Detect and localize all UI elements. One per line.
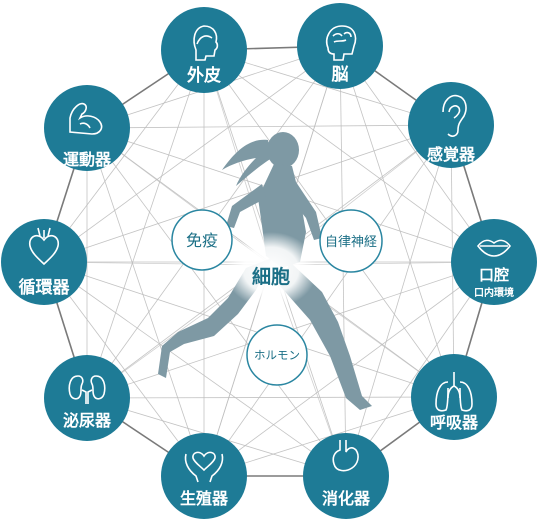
outer-node-oral[interactable]: 口腔 口内環境 [451, 219, 537, 305]
web-chord-line [86, 127, 205, 477]
hands-heart-icon [184, 451, 224, 483]
inner-node-hormone[interactable]: ホルモン [246, 324, 308, 386]
web-chord-line [43, 261, 347, 477]
web-chord-line [345, 261, 495, 477]
lungs-icon [435, 372, 473, 412]
outer-node-reproductive-label: 生殖器 [180, 489, 229, 508]
inner-node-immunity[interactable]: 免疫 [171, 209, 233, 271]
web-chord-line [203, 49, 495, 263]
web-chord-line [203, 396, 455, 477]
ear-icon [442, 94, 467, 137]
brain-icon [326, 25, 357, 61]
outer-node-musculoskeletal-label: 運動器 [63, 150, 112, 169]
outer-node-oral-sublabel: 口内環境 [474, 286, 514, 299]
web-chord-line [43, 261, 455, 398]
web-chord-line [339, 45, 495, 263]
web-chord-line [86, 396, 455, 399]
stomach-icon [332, 440, 359, 472]
outer-node-digestive[interactable]: 消化器 [303, 433, 389, 519]
web-chord-line [43, 261, 205, 477]
web-chord-line [86, 124, 452, 129]
inner-node-immunity-label: 免疫 [186, 231, 218, 250]
outer-node-skin-label: 外皮 [187, 65, 221, 86]
outer-node-musculoskeletal[interactable]: 運動器 [44, 85, 130, 171]
head-icon [193, 25, 219, 61]
outer-node-brain-label: 脳 [332, 65, 349, 85]
inner-node-autonomic-nerve[interactable]: 自律神経 [319, 209, 383, 273]
outer-node-respiratory-label: 呼吸器 [430, 413, 479, 432]
web-chord-line [43, 45, 341, 263]
outer-node-urinary[interactable]: 泌尿器 [44, 355, 130, 441]
lips-icon [476, 239, 512, 257]
web-chord-line [339, 45, 455, 398]
outer-node-respiratory[interactable]: 呼吸器 [411, 354, 497, 440]
center-label-cell: 細胞 [252, 265, 290, 288]
kidneys-icon [68, 375, 106, 404]
inner-node-hormone-label: ホルモン [254, 348, 300, 362]
outer-node-digestive-label: 消化器 [322, 489, 371, 508]
arm-muscle-icon [69, 102, 103, 135]
outer-node-circulatory-label: 循環器 [19, 277, 71, 298]
outer-node-brain[interactable]: 脳 [297, 3, 383, 89]
outer-node-senses-label: 感覚器 [427, 145, 476, 164]
inner-node-autonomic-nerve-label: 自律神経 [325, 235, 377, 250]
outer-node-oral-label: 口腔 [479, 266, 509, 284]
outer-node-reproductive[interactable]: 生殖器 [161, 433, 247, 519]
heart-icon [28, 227, 60, 266]
web-chord-line [43, 124, 452, 263]
web-chord-line [345, 124, 452, 477]
outer-node-skin[interactable]: 外皮 [161, 7, 247, 93]
web-chord-line [86, 127, 347, 477]
outer-node-urinary-label: 泌尿器 [63, 411, 112, 430]
center-glow [225, 232, 317, 308]
outer-nodes: 外皮 脳 感覚器 口腔 [1, 3, 537, 519]
outer-node-circulatory[interactable]: 循環器 [1, 219, 87, 305]
web-chord-line [86, 49, 205, 399]
web-chord-line [203, 124, 452, 477]
outer-node-senses[interactable]: 感覚器 [408, 82, 494, 168]
web-chord-line [203, 49, 452, 126]
